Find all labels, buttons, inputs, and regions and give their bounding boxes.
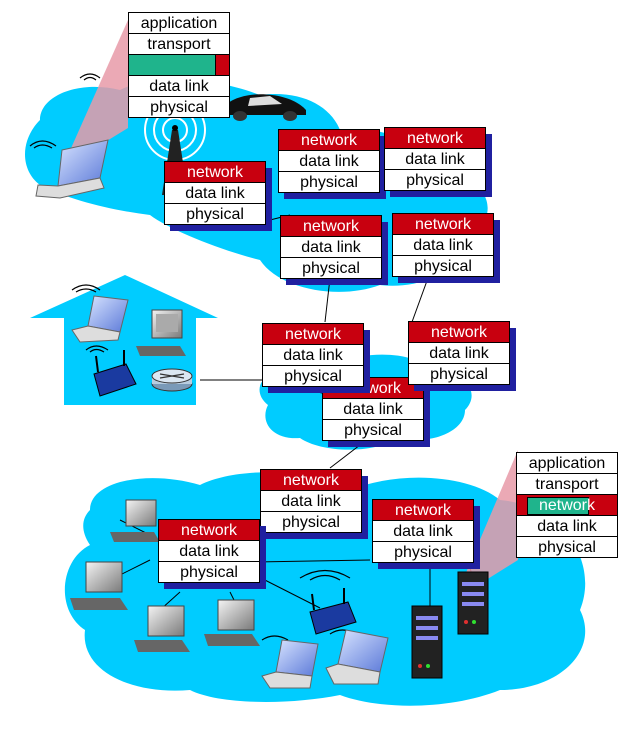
- router-protocol-stack: network data link physical: [158, 519, 266, 589]
- data-link-layer: data link: [262, 344, 364, 366]
- desktop-pc-icon: [136, 309, 186, 356]
- network-layer: network: [262, 323, 364, 345]
- data-link-layer: data link: [278, 150, 380, 172]
- server-protocol-stack: application transport network data link …: [516, 452, 618, 558]
- router-icon: [151, 368, 193, 392]
- data-link-layer: data link: [260, 490, 362, 512]
- mobile-stack-callout: [68, 20, 128, 155]
- wifi-router-icon: [309, 588, 357, 635]
- application-layer: application: [128, 12, 230, 34]
- data-link-layer: data link: [158, 540, 260, 562]
- desktop-pc-icon: [70, 561, 128, 610]
- data-link-layer: data link: [372, 520, 474, 542]
- physical-layer: physical: [128, 96, 230, 118]
- data-link-layer: data link: [280, 236, 382, 258]
- laptop-icon: [71, 295, 129, 343]
- network-layer-packet: network: [516, 494, 618, 516]
- network-layer: network: [372, 499, 474, 521]
- physical-layer: physical: [392, 255, 494, 277]
- router-protocol-stack: network data link physical: [408, 321, 516, 391]
- network-layer: network: [392, 213, 494, 235]
- server-icon: [411, 605, 443, 679]
- data-link-layer: data link: [128, 75, 230, 97]
- network-layer: network: [408, 321, 510, 343]
- wireless-waves-icon: [29, 73, 357, 641]
- network-layer-packet: [128, 54, 230, 76]
- router-protocol-stack: network data link physical: [280, 215, 388, 285]
- data-link-layer: data link: [392, 234, 494, 256]
- desktop-pc-icon: [134, 605, 190, 652]
- physical-layer: physical: [164, 203, 266, 225]
- physical-layer: physical: [278, 171, 380, 193]
- physical-layer: physical: [262, 365, 364, 387]
- desktop-pc-icon: [110, 499, 160, 542]
- network-layer: network: [158, 519, 260, 541]
- packet-icon: [527, 497, 589, 515]
- data-link-layer: data link: [384, 148, 486, 170]
- router-protocol-stack: network data link physical: [392, 213, 500, 283]
- data-link-layer: data link: [164, 182, 266, 204]
- network-layer: network: [280, 215, 382, 237]
- network-layer: network: [260, 469, 362, 491]
- network-layer: network: [384, 127, 486, 149]
- network-layer: network: [278, 129, 380, 151]
- application-layer: application: [516, 452, 618, 474]
- router-protocol-stack: network data link physical: [260, 469, 368, 539]
- physical-layer: physical: [280, 257, 382, 279]
- physical-layer: physical: [408, 363, 510, 385]
- server-icon: [457, 571, 489, 635]
- laptop-icon: [325, 629, 389, 685]
- physical-layer: physical: [384, 169, 486, 191]
- data-link-layer: data link: [408, 342, 510, 364]
- data-link-layer: data link: [322, 398, 424, 420]
- router-protocol-stack: network data link physical: [384, 127, 492, 197]
- physical-layer: physical: [516, 536, 618, 558]
- packet-icon: [129, 55, 216, 75]
- network-layer: network: [164, 161, 266, 183]
- router-protocol-stack: network data link physical: [262, 323, 370, 393]
- laptop-icon: [261, 639, 319, 689]
- wifi-router-icon: [93, 350, 137, 397]
- router-protocol-stack: network data link physical: [164, 161, 272, 231]
- transport-layer: transport: [128, 33, 230, 55]
- router-protocol-stack: network data link physical: [278, 129, 386, 199]
- transport-layer: transport: [516, 473, 618, 495]
- physical-layer: physical: [260, 511, 362, 533]
- mobile-host-protocol-stack: application transport data link physical: [128, 12, 230, 118]
- car-icon: [222, 94, 306, 121]
- laptop-icon: [35, 139, 109, 199]
- router-protocol-stack: network data link physical: [372, 499, 480, 569]
- physical-layer: physical: [158, 561, 260, 583]
- physical-layer: physical: [372, 541, 474, 563]
- desktop-pc-icon: [204, 599, 260, 646]
- physical-layer: physical: [322, 419, 424, 441]
- data-link-layer: data link: [516, 515, 618, 537]
